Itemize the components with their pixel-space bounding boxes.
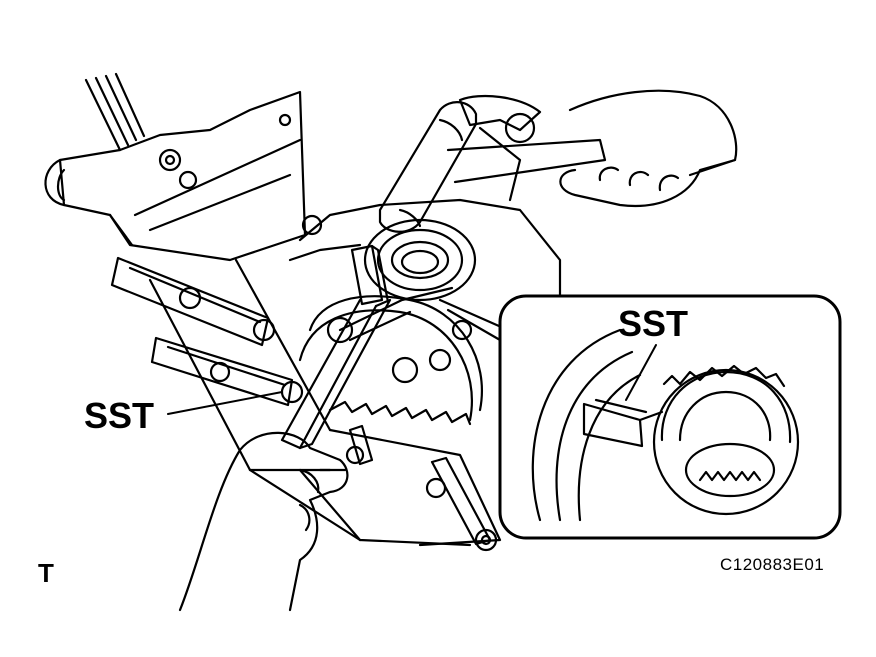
mounting-bracket [44, 72, 323, 262]
hand-lower-left [178, 431, 349, 612]
sst-tool [280, 244, 454, 450]
figure-code: C120883E01 [720, 555, 825, 574]
housing-frame [110, 256, 502, 547]
sst-callout-label: SST [84, 395, 155, 436]
hand-upper-right [559, 89, 738, 207]
inset-pointer [438, 298, 510, 342]
hammer [378, 101, 607, 233]
sst-leader-line [167, 391, 283, 415]
corner-mark: T [38, 558, 54, 588]
inset-detail [498, 294, 842, 540]
sst-inset-leader-line [625, 344, 657, 401]
sst-inset-callout-label: SST [618, 303, 689, 344]
differential-assembly [288, 94, 562, 426]
bolts [345, 424, 498, 552]
